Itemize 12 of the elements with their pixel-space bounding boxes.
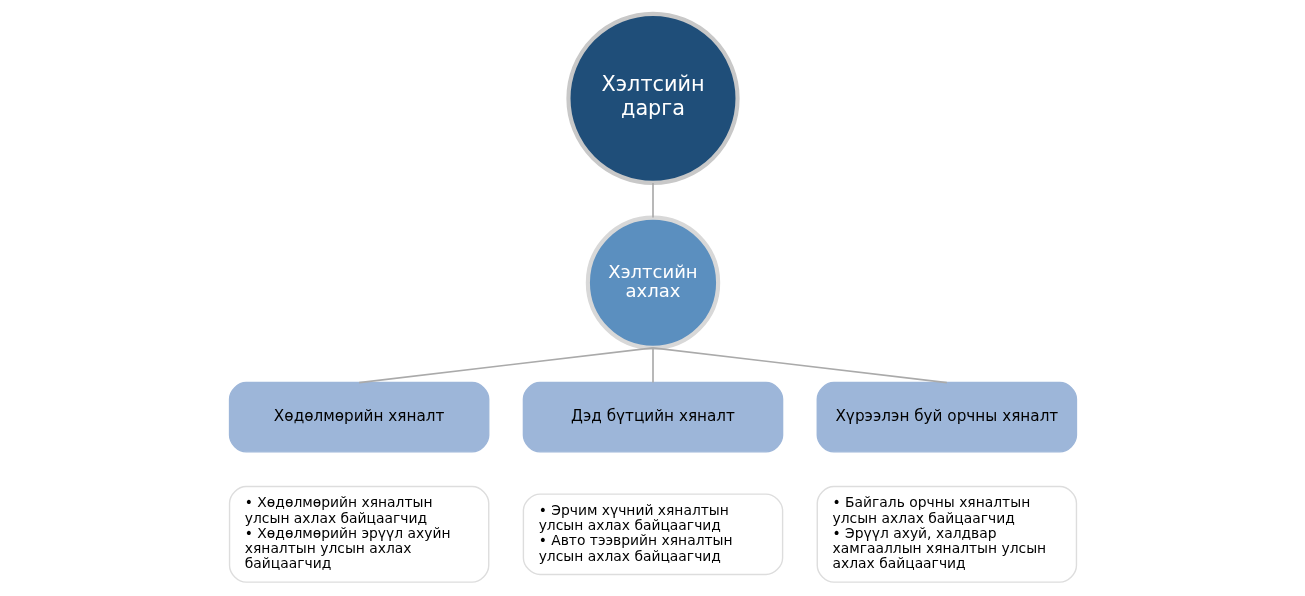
- node-box: • Байгаль орчны хяналтын улсын ахлах байцаагчид • Эрүүл ахуй, халдвар хамгааллын хяналтын улсын ахлах байцаагчид: [816, 485, 1077, 583]
- node-box: • Эрчим хүчний хяналтын улсын ахлах байцаагчид • Авто тээврийн хяналтын улсын ахлах байцаагчид: [522, 493, 783, 576]
- connector: [651, 347, 654, 384]
- node-circle: Хэлтсийн ахлах: [585, 215, 720, 350]
- node-box: Хөдөлмөрийн хяналт: [228, 381, 489, 453]
- node-circle: Хэлтсийн дарга: [565, 11, 740, 186]
- node-box: Дэд бүтцийн хяналт: [522, 381, 783, 453]
- node-box: Хүрээлэн буй орчны хяналт: [816, 381, 1077, 453]
- connector: [651, 182, 654, 219]
- connector: [651, 347, 948, 384]
- node-box: • Хөдөлмөрийн хяналтын улсын ахлах байцаагчид • Хөдөлмөрийн эрүүл ахуйн хяналтын улсын ахлах байцаагчид: [228, 485, 489, 583]
- connector: [357, 347, 654, 384]
